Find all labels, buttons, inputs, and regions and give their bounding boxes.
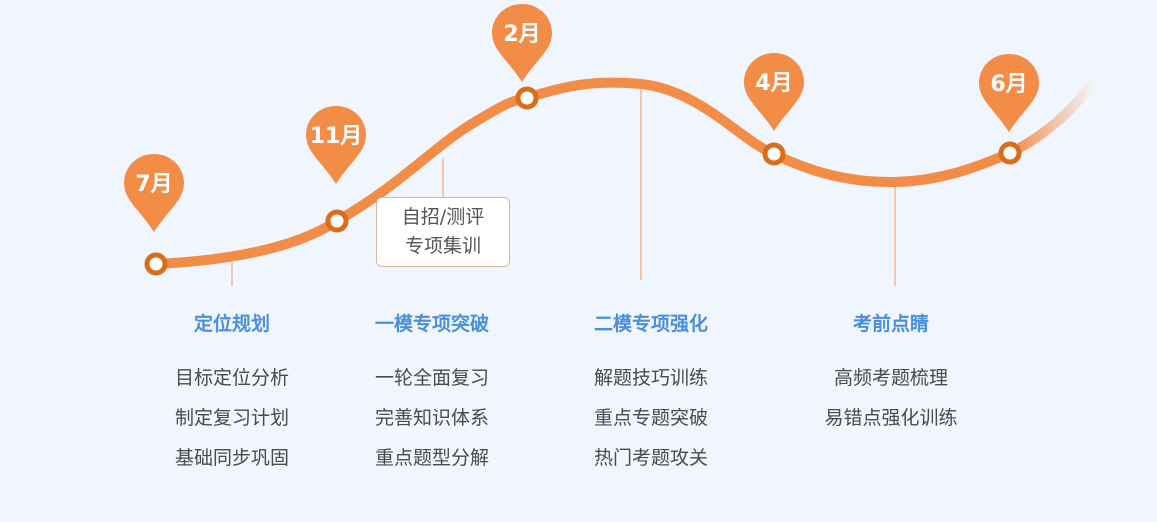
stage-column: 二模专项强化 解题技巧训练 重点专题突破 热门考题攻关: [541, 310, 761, 478]
stage-item: 制定复习计划: [174, 407, 289, 429]
timeline-node: [762, 142, 786, 166]
stage-item: 重点题型分解: [374, 447, 489, 469]
note-line: 专项集训: [404, 235, 481, 257]
milestone-pin: 6月: [977, 52, 1041, 134]
stage-item: 一轮全面复习: [374, 367, 489, 389]
milestone-label: 7月: [135, 172, 173, 197]
stage-column: 定位规划 目标定位分析 制定复习计划 基础同步巩固: [122, 310, 342, 478]
map-pin-icon: [979, 54, 1039, 132]
curve-main: [151, 77, 1015, 269]
milestone-label: 6月: [990, 72, 1028, 97]
note-box: 自招/测评 专项集训: [376, 197, 510, 267]
timeline-node: [325, 209, 349, 233]
stage-item: 完善知识体系: [374, 407, 489, 429]
milestone-label: 11月: [309, 124, 363, 149]
milestone-pin: 11月: [304, 104, 368, 186]
timeline-node: [998, 141, 1022, 165]
milestone-label: 4月: [755, 71, 793, 96]
map-pin-icon: [744, 53, 804, 131]
map-pin-icon: [306, 106, 366, 184]
map-pin-icon: [492, 4, 552, 82]
milestone-pin: 4月: [742, 51, 806, 133]
note-line: 自招/测评: [401, 206, 485, 228]
stage-title: 一模专项突破: [374, 313, 489, 335]
stage-item: 高频考题梳理: [833, 367, 948, 389]
stage-item: 易错点强化训练: [824, 407, 958, 429]
stage-item: 热门考题攻关: [593, 447, 708, 469]
milestone-pin: 2月: [490, 2, 554, 84]
stage-title: 定位规划: [193, 313, 270, 335]
stage-item: 解题技巧训练: [593, 367, 708, 389]
milestone-pin: 7月: [122, 152, 186, 234]
stage-item: 基础同步巩固: [174, 447, 289, 469]
stage-title: 考前点睛: [852, 313, 929, 335]
stage-column: 一模专项突破 一轮全面复习 完善知识体系 重点题型分解: [322, 310, 542, 478]
timeline-node: [144, 252, 168, 276]
stage-column: 考前点睛 高频考题梳理 易错点强化训练: [781, 310, 1001, 438]
stage-item: 重点专题突破: [593, 407, 708, 429]
stage-title: 二模专项强化: [593, 313, 708, 335]
stage-item: 目标定位分析: [174, 367, 289, 389]
timeline-node: [515, 86, 539, 110]
map-pin-icon: [124, 154, 184, 232]
milestone-label: 2月: [503, 22, 541, 47]
